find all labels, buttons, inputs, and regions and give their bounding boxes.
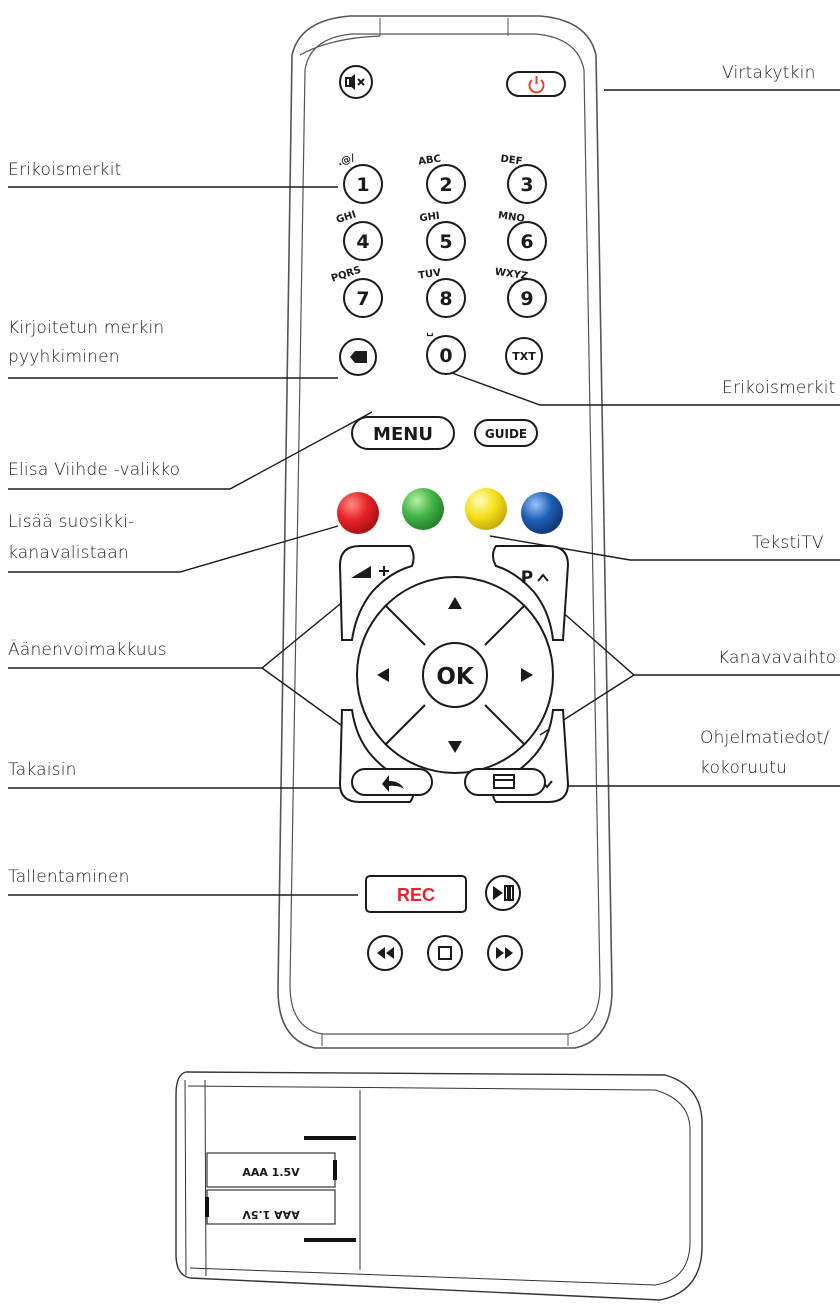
back-button[interactable] [351,768,433,796]
key-0-digit: 0 [439,345,452,367]
backspace-button[interactable] [339,338,377,376]
key-1-letters: .@/ [336,153,356,169]
red-button[interactable] [337,492,379,534]
key-2-button[interactable]: 2 ABC [418,153,466,204]
battery-compartment [175,1071,703,1301]
volume-up-icon [351,566,389,578]
mute-button[interactable] [339,65,373,99]
backspace-icon [350,351,367,363]
dpad-divider [384,604,526,746]
label-fav-line2: kanavalistaan [8,543,129,563]
chevron-up-icon [537,573,549,582]
arrow-down-icon[interactable] [448,741,462,753]
key-9-letters: WXYZ [494,267,528,283]
label-special-chars-left: Erikoismerkit [8,160,122,180]
channel-up-button[interactable]: P [492,545,570,641]
key-0-letters: ␣ [426,326,433,337]
key-7-digit: 7 [356,288,369,310]
label-fav-line1: Lisää suosikki- [8,512,135,532]
key-5-digit: 5 [439,231,452,253]
txt-button[interactable]: TXT [505,337,543,375]
key-9-digit: 9 [520,288,533,310]
key-3-letters: DEF [500,154,523,168]
key-6-digit: 6 [520,231,533,253]
menu-label: MENU [373,424,433,445]
arrow-left-icon[interactable] [377,668,389,682]
label-teletext: TekstiTV [752,533,824,553]
rewind-icon [377,947,394,959]
key-2-digit: 2 [439,174,452,196]
rec-label: REC [397,885,435,905]
key-1-button[interactable]: 1.@/ [336,153,383,204]
key-5-letters: GHI [419,211,441,225]
key-6-letters: MNO [497,210,525,225]
ok-button[interactable] [422,642,488,708]
guide-label: GUIDE [485,427,527,441]
rewind-button[interactable] [367,935,403,971]
label-back: Takaisin [8,760,77,780]
dpad: OK [356,576,554,774]
txt-label: TXT [512,350,536,363]
info-icon [493,774,515,789]
label-channel: Kanavavaihto [718,648,837,668]
stop-button[interactable] [427,935,463,971]
label-info-line1: Ohjelmatiedot/ [700,728,830,748]
blue-button[interactable] [521,492,563,534]
key-0-button[interactable]: 0␣ [426,326,466,375]
key-8-button[interactable]: 8 TUV [418,267,466,318]
annotation-lines [8,89,840,896]
key-4-digit: 4 [356,231,369,253]
label-power: Virtakytkin [722,63,816,83]
label-special-chars-right: Erikoismerkit [722,378,836,398]
menu-button[interactable]: MENU [351,416,455,450]
label-volume: Äänenvoimakkuus [8,640,167,660]
play-pause-button[interactable] [485,875,521,911]
key-8-digit: 8 [439,288,452,310]
label-menu: Elisa Viihde -valikko [8,460,181,480]
power-icon [528,76,545,94]
key-8-letters: TUV [418,267,442,281]
play-pause-icon [493,885,514,901]
key-6-button[interactable]: 6 MNO [497,210,547,261]
stop-icon [438,946,452,960]
arrow-up-icon[interactable] [448,597,462,609]
power-button[interactable] [506,71,566,97]
fast-forward-icon [496,947,513,959]
key-3-button[interactable]: 3 DEF [500,154,547,204]
key-9-button[interactable]: 9 WXYZ [494,267,547,318]
battery-label-top: AAA 1.5V [242,1166,300,1179]
guide-button[interactable]: GUIDE [474,419,538,447]
key-2-letters: ABC [418,153,442,167]
arrow-right-icon[interactable] [521,668,533,682]
ok-label: OK [436,664,475,690]
volume-up-button[interactable] [338,545,415,641]
battery-label-bottom: AAA 1.5V [242,1208,300,1221]
back-icon [382,775,404,792]
key-3-digit: 3 [520,174,533,196]
p-up-label: P [521,568,533,588]
label-record: Tallentaminen [8,867,130,887]
rec-button[interactable]: REC [365,875,467,913]
key-5-button[interactable]: 5 GHI [419,211,466,261]
key-1-digit: 1 [356,174,369,196]
label-delete-line1: Kirjoitetun merkin [8,318,165,338]
fast-forward-button[interactable] [487,935,523,971]
mute-icon [345,74,365,90]
label-info-line2: kokoruutu [700,758,788,778]
yellow-button[interactable] [465,488,507,530]
label-delete-line2: pyyhkiminen [8,347,120,367]
green-button[interactable] [402,488,444,530]
info-button[interactable] [464,768,546,796]
